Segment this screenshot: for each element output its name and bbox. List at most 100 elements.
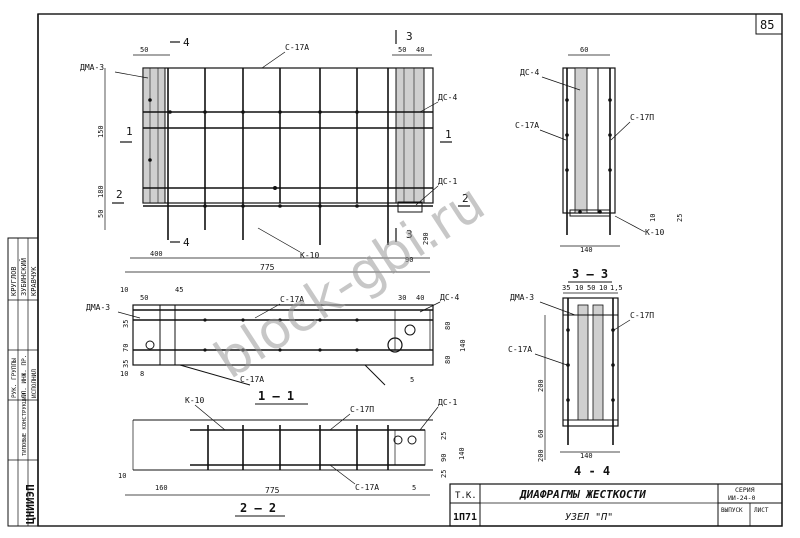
title-section-1-1: 1 — 1 [258,389,294,403]
view-4-4: 35 10 50 10 1,5 ДМА-3 С-17А С-17П 200 60… [508,284,654,478]
label-k10-3: К-10 [645,228,664,237]
dim-1-5: 5 [410,376,414,384]
dim-front-180: 180 [97,185,105,198]
dim-front-90: 90 [405,256,413,264]
drawing-title: ДИАФРАГМЫ ЖЕСТКОСТИ [519,488,646,501]
title-block: Т.К. 1П71 ДИАФРАГМЫ ЖЕСТКОСТИ УЗЕЛ "П" С… [449,483,783,527]
label-dma3-1: ДМА-3 [86,303,110,312]
label-c17p-3: С-17П [630,113,654,122]
section-mark-4-top: 4 [183,36,190,49]
dim-4-10: 10 [575,284,583,292]
stamp-role-3: ИСПОЛНИЛ [31,369,38,398]
side-stamp: КРУГЛОВ ЗУБИНСКИЙ КРАВЧУК РУК. ГРУППЫ ГЛ… [7,237,39,527]
section-mark-1-right: 1 [445,128,452,141]
page-number: 85 [760,18,774,32]
title-section-3-3: 3 — 3 [572,267,608,281]
dim-2-10: 10 [118,472,126,480]
stamp-role-2: ГЛ. ИНЖ. ПР. [21,355,28,398]
tk-label: Т.К. [455,491,477,501]
dim-front-150: 150 [97,125,105,138]
dim-2-140: 140 [458,447,466,460]
view-1-1: С-17А С-17А ДМА-3 ДС-4 10 50 45 30 40 35… [86,286,467,405]
issue-label: ВЫПУСК [721,507,743,514]
dim-4-50: 50 [587,284,595,292]
dim-front-50-v: 50 [97,210,105,218]
dim-3-140: 140 [580,246,593,254]
section-mark-2-left: 2 [116,188,123,201]
dim-4-200: 200 [537,379,545,392]
dim-1-30: 30 [398,294,406,302]
dim-1-40: 40 [416,294,424,302]
label-dc4-1: ДС-4 [440,293,459,302]
dim-2-90: 90 [440,454,448,462]
label-dc1-top: ДС-1 [438,177,457,186]
dim-2-5: 5 [412,484,416,492]
section-mark-3-bottom: 3 [406,228,413,241]
view-3-3: 60 ДС-4 С-17А С-17П К-10 10 25 140 3 — 3 [515,46,684,283]
view-2-2: К-10 С-17П С-17А ДС-1 10 160 775 5 25 90… [118,396,466,517]
dim-front-775: 775 [260,263,275,272]
dim-4-60: 60 [537,430,545,438]
sheet-label: ЛИСТ [754,507,769,514]
dim-2-25b: 25 [440,470,448,478]
series-value: ИИ-24-0 [728,494,755,502]
dim-1-80b: 80 [444,356,452,364]
stamp-name-1: КРУГЛОВ [10,266,18,296]
dim-1-35b: 35 [122,360,130,368]
dim-front-50-right: 50 [398,46,406,54]
dim-1-8: 8 [140,370,144,378]
label-c17p-4: С-17П [630,311,654,320]
dim-1-140: 140 [459,339,467,352]
title-section-2-2: 2 — 2 [240,501,276,515]
stamp-name-3: КРАВЧУК [30,266,38,296]
dim-1-10b: 10 [120,370,128,378]
label-dc4-3: ДС-4 [520,68,539,77]
view-front-elevation: С-17А ДМА-3 ДС-4 ДС-1 К-10 4 4 3 3 1 1 2… [80,30,470,273]
dim-4-35: 35 [562,284,570,292]
dim-3-25: 25 [676,214,684,222]
title-section-4-4: 4 - 4 [574,464,610,478]
dim-3-10: 10 [649,214,657,222]
stamp-role-1: РУК. ГРУППЫ [11,358,18,398]
section-mark-1-left: 1 [126,125,133,138]
dim-1-35: 35 [122,320,130,328]
section-mark-3-top: 3 [406,30,413,43]
dim-front-400: 400 [150,250,163,258]
dim-3-60: 60 [580,46,588,54]
series-label: СЕРИЯ [735,486,755,494]
label-c17a-5: С-17А [508,345,532,354]
page-number-box [755,13,783,35]
dim-1-50: 50 [140,294,148,302]
dim-front-50: 50 [140,46,148,54]
dim-4-200b: 200 [537,449,545,462]
label-c17a-top: С-17А [285,43,309,52]
label-k10-top: К-10 [300,251,319,260]
stamp-name-2: ЗУБИНСКИЙ [19,258,28,296]
drawing-code: 1П71 [453,512,477,523]
label-k10-2: К-10 [185,396,204,405]
dim-1-80: 80 [444,322,452,330]
label-c17p-2: С-17П [350,405,374,414]
label-dc1-2: ДС-1 [438,398,457,407]
label-dma3-4: ДМА-3 [510,293,534,302]
dim-4-10b: 10 [599,284,607,292]
dim-1-70: 70 [122,344,130,352]
label-c17a-4: С-17А [515,121,539,130]
section-mark-4-bottom: 4 [183,236,190,249]
dim-1-10: 10 [120,286,128,294]
dim-2-775: 775 [265,486,280,495]
dim-2-25: 25 [440,432,448,440]
section-mark-2-right: 2 [462,192,469,205]
drawing-subtitle: УЗЕЛ "П" [565,512,613,523]
label-dc4-top: ДС-4 [438,93,457,102]
stamp-org-type: ТИПОВЫЕ КОНСТРУКЦИИ [22,393,28,456]
label-c17a-3: С-17А [355,483,379,492]
org-logo: ЦНИИЭП [24,484,37,524]
label-c17a-1: С-17А [280,295,304,304]
dim-2-160: 160 [155,484,168,492]
dim-front-290: 290 [422,232,430,245]
dim-1-45: 45 [175,286,183,294]
label-c17a-2: С-17А [240,375,264,384]
dim-4-140: 140 [580,452,593,460]
